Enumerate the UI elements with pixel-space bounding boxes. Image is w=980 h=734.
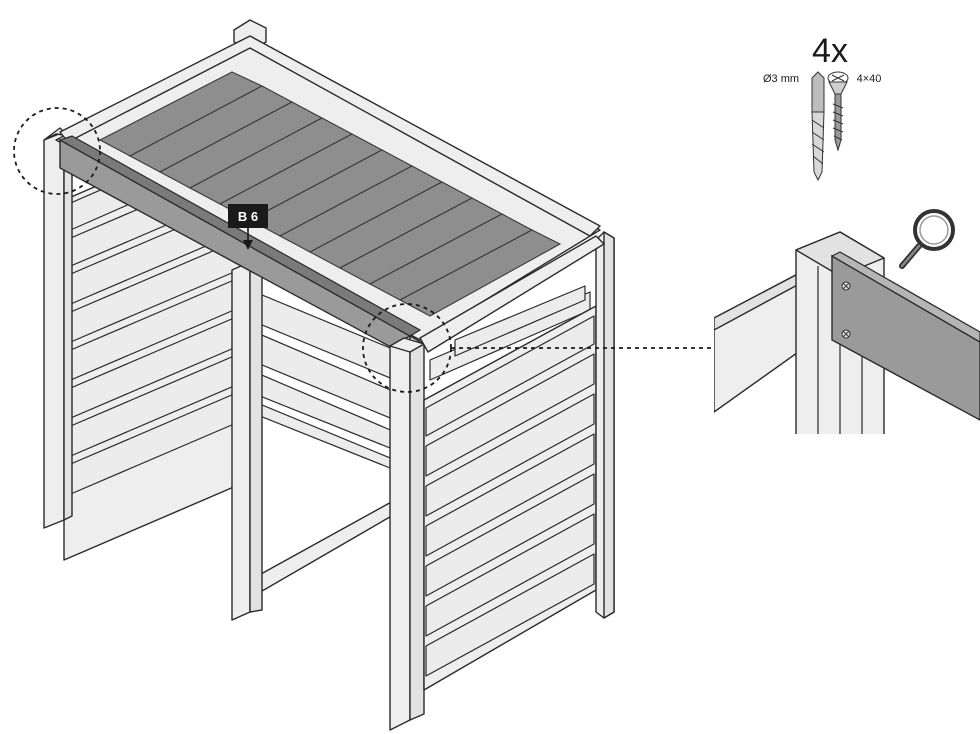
right-back-post: [595, 231, 615, 619]
hardware-panel: 4x Ø3 mm 4×40: [763, 32, 955, 269]
middle-post: [231, 261, 251, 621]
screw-head: [841, 281, 851, 291]
right-side-panel: [423, 305, 597, 691]
part-label-b6: B 6: [228, 204, 268, 250]
magnifier-icon: [899, 209, 955, 269]
quantity-label: 4x: [812, 32, 848, 70]
drill-bit-icon: [811, 71, 825, 182]
bottom-rail: [249, 499, 396, 599]
detail-callout-left: [13, 107, 101, 195]
screw-head: [841, 329, 851, 339]
bin-store-assembly: [43, 19, 615, 731]
left-front-post: [43, 127, 73, 529]
right-front-post: [389, 335, 425, 731]
right-back-slats: [429, 285, 591, 381]
countersunk-screw-icon: [827, 71, 849, 152]
screw-size-label: 4×40: [857, 73, 882, 85]
drill-size-label: Ø3 mm: [763, 73, 799, 85]
right-roof-rail: [419, 235, 605, 353]
roof-frame: [55, 35, 601, 341]
detail-view: [714, 231, 980, 434]
part-label-text: B 6: [238, 209, 258, 224]
